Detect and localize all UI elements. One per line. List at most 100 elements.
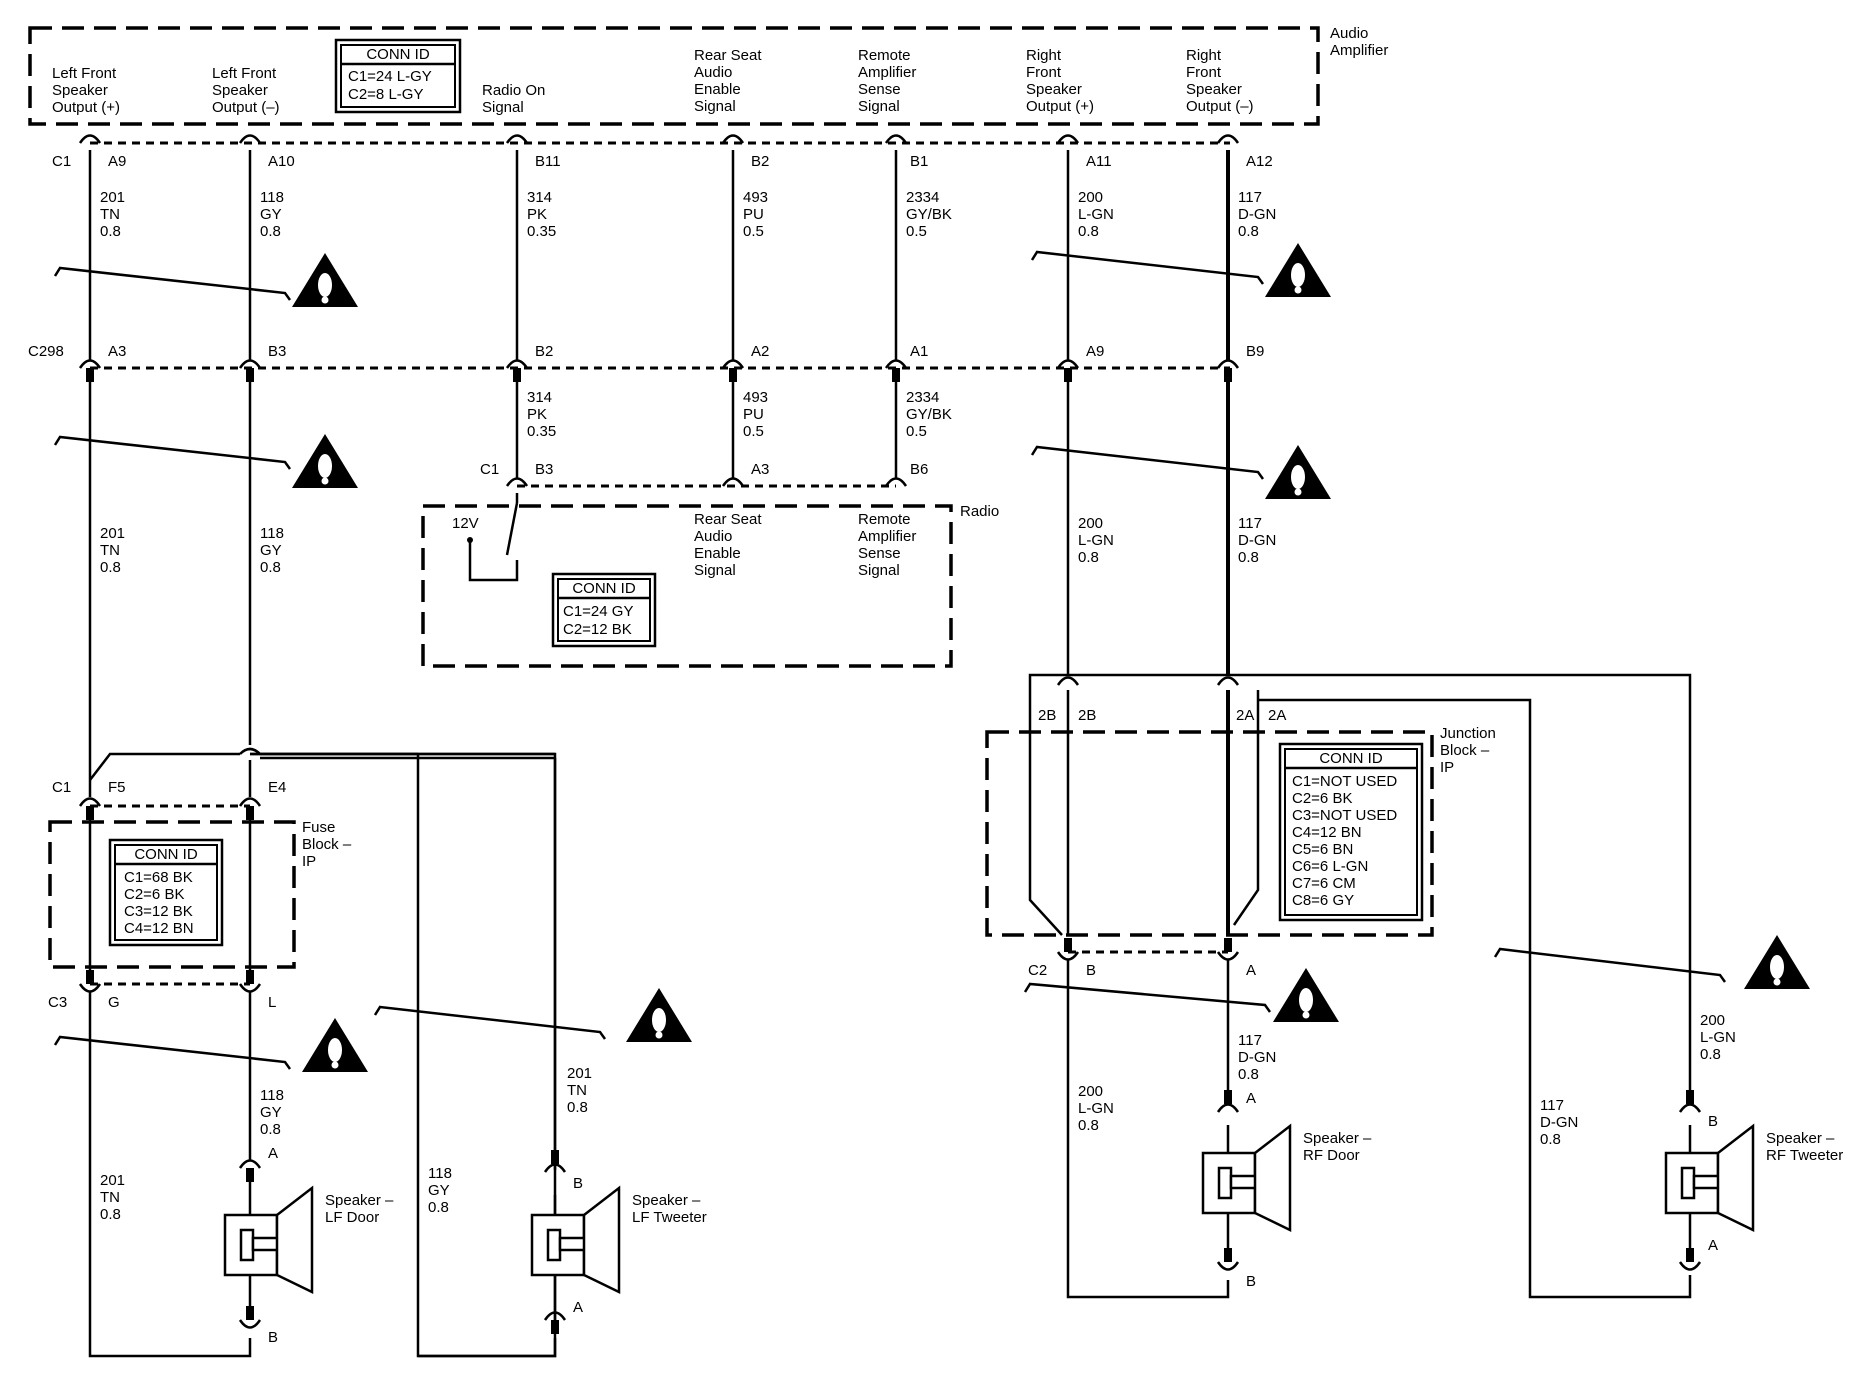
connector-pin: B2 <box>751 153 769 170</box>
connector-pin: A2 <box>751 343 769 360</box>
connector-name: C1 <box>480 461 499 478</box>
conn-id-line: C2=6 BK <box>1292 790 1352 807</box>
pin-markers <box>78 134 1702 1334</box>
conn-id-line: C1=24 L-GY <box>348 68 432 85</box>
conn-id-line: C2=6 BK <box>124 886 184 903</box>
conn-id-amplifier: CONN ID C1=24 L-GY C2=8 L-GY <box>334 38 462 114</box>
speaker-label: Speaker –LF Door <box>325 1192 394 1226</box>
radio-pin-label: 12V <box>452 515 479 532</box>
caution-icon <box>1265 243 1331 297</box>
speaker-lf-door <box>223 1185 314 1294</box>
connector-pin: A3 <box>108 343 126 360</box>
connector-name: C298 <box>28 343 64 360</box>
conn-id-line: C1=24 GY <box>563 603 633 620</box>
connector-pin: E4 <box>268 779 286 796</box>
connector-name: C1 <box>52 779 71 796</box>
speaker-pin: A <box>1246 1090 1256 1107</box>
speaker-label: Speaker –RF Tweeter <box>1766 1130 1843 1164</box>
connector-pin: G <box>108 994 120 1011</box>
conn-id-line: C7=6 CM <box>1292 875 1356 892</box>
speaker-pin: B <box>268 1329 278 1346</box>
conn-id-line: C1=NOT USED <box>1292 773 1397 790</box>
connector-pin: 2B <box>1078 707 1096 724</box>
speaker-pin: B <box>1246 1273 1256 1290</box>
caution-icon <box>626 988 692 1042</box>
conn-id-line: C2=8 L-GY <box>348 86 423 103</box>
connector-pin: F5 <box>108 779 126 796</box>
connector-pin: B <box>1086 962 1096 979</box>
conn-id-line: C2=12 BK <box>563 621 632 638</box>
speaker-pin: B <box>1708 1113 1718 1130</box>
conn-id-line: C6=6 L-GN <box>1292 858 1368 875</box>
conn-id-line: C4=12 BN <box>1292 824 1362 841</box>
caution-icon <box>302 1018 368 1072</box>
connector-pin: A1 <box>910 343 928 360</box>
connector-name: C2 <box>1028 962 1047 979</box>
wires <box>88 150 1692 1358</box>
junction-block-box <box>985 730 1434 937</box>
radio-12v-switch <box>467 493 519 582</box>
connector-pin: B3 <box>535 461 553 478</box>
radio-label: Radio <box>960 503 999 520</box>
connector-pin: B1 <box>910 153 928 170</box>
connector-pin: A9 <box>108 153 126 170</box>
conn-id-title: CONN ID <box>134 846 198 863</box>
connector-pin: B3 <box>268 343 286 360</box>
connector-name: C3 <box>48 994 67 1011</box>
fuse-block-box <box>48 820 296 969</box>
conn-id-line: C3=12 BK <box>124 903 193 920</box>
conn-id-junction-block: CONN ID C1=NOT USED C2=6 BK C3=NOT USED … <box>1278 742 1424 922</box>
conn-id-title: CONN ID <box>366 46 430 63</box>
connector-pin: 2A <box>1236 707 1254 724</box>
connector-pin: B6 <box>910 461 928 478</box>
caution-icon <box>292 434 358 488</box>
connector-pin: B2 <box>535 343 553 360</box>
speaker-pin: A <box>573 1299 583 1316</box>
speaker-pin: A <box>268 1145 278 1162</box>
connector-name: C1 <box>52 153 71 170</box>
caution-icon <box>1273 968 1339 1022</box>
conn-id-line: C1=68 BK <box>124 869 193 886</box>
connector-pin: L <box>268 994 276 1011</box>
speaker-pin: A <box>1708 1237 1718 1254</box>
speaker-label: Speaker –LF Tweeter <box>632 1192 707 1226</box>
speaker-label: Speaker –RF Door <box>1303 1130 1372 1164</box>
connector-pin: 2A <box>1268 707 1286 724</box>
caution-icon <box>1744 935 1810 989</box>
conn-id-line: C4=12 BN <box>124 920 194 937</box>
connector-pin: 2B <box>1038 707 1056 724</box>
connector-pin: A12 <box>1246 153 1273 170</box>
connector-pin: A9 <box>1086 343 1104 360</box>
connector-pin: A3 <box>751 461 769 478</box>
connector-pin: A10 <box>268 153 295 170</box>
speaker-rf-tweeter <box>1664 1123 1755 1232</box>
